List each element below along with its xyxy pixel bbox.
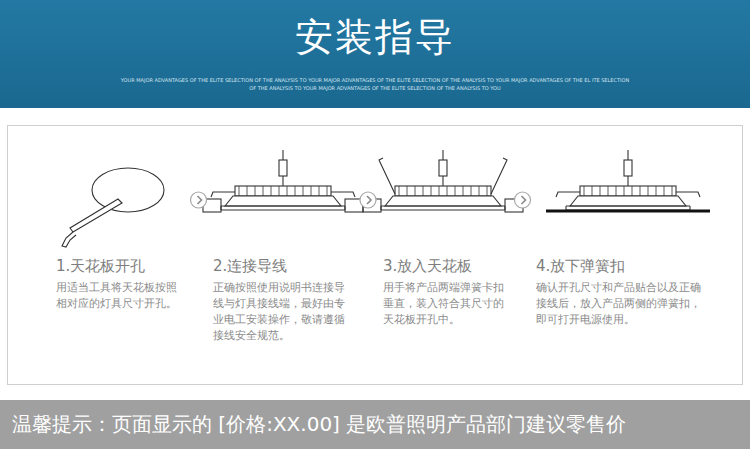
downlight-figure bbox=[546, 150, 710, 211]
step-arrow bbox=[515, 192, 531, 208]
step-heading: 1.天花板开孔 bbox=[56, 256, 184, 276]
title-banner bbox=[0, 0, 750, 108]
step-box: 2.连接导线正确按照使用说明书连接导线与灯具接线端，最好由专业电工安装操作，敬请… bbox=[207, 140, 359, 350]
watermark-text: YOUR MAJOR ADVANTAGES OF THE ELITE SELEC… bbox=[118, 76, 632, 92]
step-heading: 4.放下弹簧扣 bbox=[536, 256, 702, 276]
step-box: 4.放下弹簧扣确认开孔尺寸和产品贴合以及正确接线后，放入产品两侧的弹簧扣，即可打… bbox=[530, 140, 708, 334]
step-description: 正确按照使用说明书连接导线与灯具接线端，最好由专业电工安装操作，敬请遵循 接线安… bbox=[213, 280, 353, 344]
downlight-figure bbox=[363, 150, 523, 212]
downlight-figure bbox=[203, 150, 363, 212]
ceiling-hole bbox=[92, 168, 164, 212]
step-description: 用手将产品两端弹簧卡扣垂直，装入符合其尺寸的天花板开孔中。 bbox=[383, 280, 509, 328]
hole-saw bbox=[62, 199, 122, 247]
tip-bar: 温馨提示：页面显示的 [价格:XX.00] 是欧普照明产品部门建议零售价 bbox=[0, 400, 750, 449]
step-box: 1.天花板开孔用适当工具将天花板按照相对应的灯具尺寸开孔。 bbox=[50, 140, 190, 318]
steps-panel bbox=[8, 126, 743, 385]
step-arrow bbox=[190, 192, 207, 208]
tip-text: 温馨提示：页面显示的 [价格:XX.00] 是欧普照明产品部门建议零售价 bbox=[12, 411, 626, 438]
installation-illustrations bbox=[62, 150, 710, 247]
step-description: 确认开孔尺寸和产品贴合以及正确接线后，放入产品两侧的弹簧扣，即可打开电源使用。 bbox=[536, 280, 702, 328]
step-description: 用适当工具将天花板按照相对应的灯具尺寸开孔。 bbox=[56, 280, 184, 312]
step-box: 3.放入天花板用手将产品两端弹簧卡扣垂直，装入符合其尺寸的天花板开孔中。 bbox=[377, 140, 515, 334]
step-arrow bbox=[359, 192, 377, 208]
step-heading: 3.放入天花板 bbox=[383, 256, 509, 276]
page-title: 安装指导 bbox=[0, 14, 750, 60]
step-heading: 2.连接导线 bbox=[213, 256, 353, 276]
